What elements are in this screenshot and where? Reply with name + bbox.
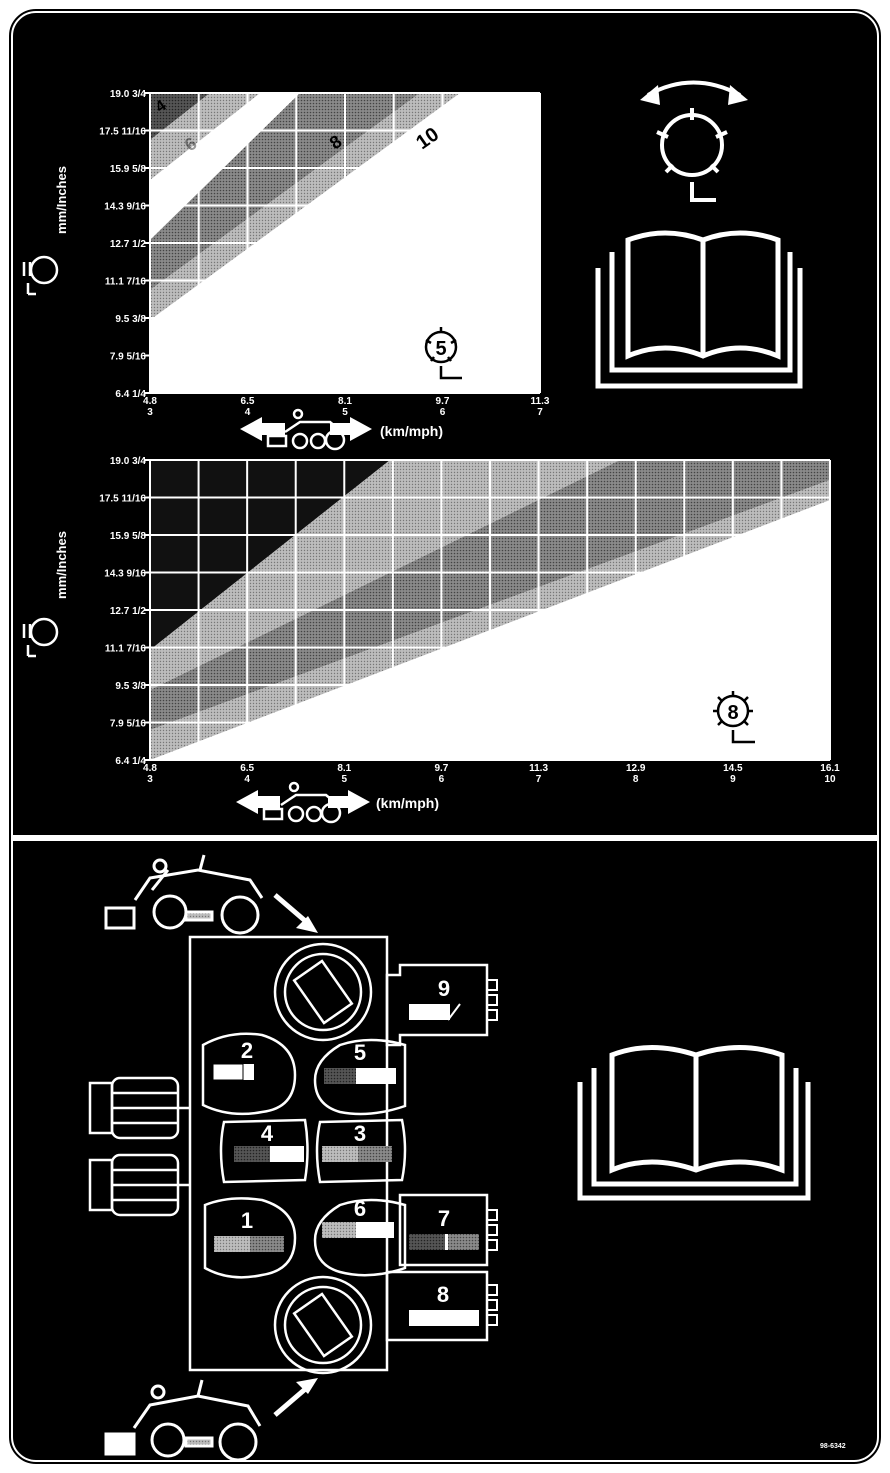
chart-1-x-axis-label: (km/mph) [380, 423, 443, 439]
chart-1-y-ticks: 19.0 3/4 17.5 11/16 15.9 5/8 14.3 9/16 12.7 … [99, 89, 150, 400]
y-tick-label: 11.1 7/16 [105, 644, 147, 655]
knob-4: 4 [219, 1118, 309, 1184]
clip-height-icon [22, 617, 59, 658]
chart-1-grid [149, 92, 541, 394]
left-connector-top [88, 1076, 190, 1140]
valve-diagram: 9 2 5 4 3 1 [88, 854, 498, 1462]
knob-3: 3 [315, 1118, 407, 1184]
x-tick-label-mph: 4 [245, 407, 251, 418]
knob-number: 7 [438, 1206, 450, 1231]
chart-2-grid [149, 459, 831, 761]
y-tick-label: 12.7 1/2 [110, 606, 147, 617]
x-tick-label-mph: 6 [439, 774, 445, 785]
rotor-bottom [273, 1275, 373, 1375]
y-tick-label: 17.5 11/16 [99, 127, 146, 138]
knob-number: 6 [354, 1196, 366, 1221]
x-tick-label-mph: 4 [244, 774, 250, 785]
tractor-icon-bottom [104, 1379, 262, 1462]
x-tick-label-kmh: 6.5 [240, 763, 254, 774]
x-tick-label-mph: 9 [730, 774, 736, 785]
y-tick-label: 17.5 11/16 [99, 494, 146, 505]
x-tick-label-mph: 10 [824, 774, 836, 785]
x-tick-label-kmh: 6.5 [241, 396, 255, 407]
badge-number: 5 [435, 338, 446, 360]
chart-1-zone-5 [150, 93, 260, 180]
knob-8: 8 [385, 1270, 498, 1342]
x-tick-label-kmh: 8.1 [338, 396, 352, 407]
y-tick-label: 11.1 7/16 [105, 277, 147, 288]
knob-1: 1 [203, 1197, 297, 1279]
clip-height-icon [22, 255, 59, 296]
x-tick-label-mph: 5 [342, 407, 348, 418]
knob-2: 2 [201, 1032, 297, 1116]
y-tick-label: 14.3 9/16 [104, 202, 146, 213]
chart-1-y-axis-label: mm/Inches [54, 166, 69, 234]
knob-6: 6 [313, 1196, 407, 1277]
x-tick-label-kmh: 4.8 [143, 396, 157, 407]
y-tick-label: 19.0 3/4 [110, 456, 147, 467]
y-tick-label: 15.9 5/8 [110, 164, 147, 175]
speed-arrows-icon [240, 408, 372, 451]
x-tick-label-kmh: 14.5 [723, 763, 743, 774]
knob-number: 5 [354, 1040, 366, 1065]
knob-7: 7 [398, 1193, 498, 1267]
knob-number: 9 [438, 976, 450, 1001]
rotor-top [273, 942, 373, 1042]
x-tick-label-kmh: 4.8 [143, 763, 157, 774]
y-tick-label: 6.4 1/4 [115, 389, 146, 400]
manual-book-icon-top [595, 230, 803, 389]
y-tick-label: 9.5 3/8 [115, 314, 146, 325]
knob-number: 1 [241, 1208, 253, 1233]
knob-9: 9 [385, 963, 498, 1047]
chart-2: 8 19.0 3/4 17.5 11/16 15.9 5/8 14.3 9/16 12.… [22, 456, 840, 824]
tractor-icon [262, 781, 342, 824]
y-tick-label: 15.9 5/8 [110, 531, 147, 542]
y-tick-label: 19.0 3/4 [110, 89, 147, 100]
x-tick-label-mph: 3 [147, 407, 153, 418]
part-number: 98-6342 [820, 1443, 846, 1450]
x-tick-label-kmh: 11.3 [531, 396, 550, 407]
y-tick-label: 14.3 9/16 [104, 569, 146, 580]
x-tick-label-mph: 6 [440, 407, 446, 418]
x-tick-label-mph: 7 [536, 774, 542, 785]
blade-count-badge-5: 5 [424, 327, 462, 380]
chart-1-x-ticks: 4.83 6.54 8.15 9.76 11.37 [143, 396, 550, 418]
y-tick-label: 6.4 1/4 [115, 756, 146, 767]
tractor-icon-top [104, 854, 264, 935]
x-tick-label-kmh: 12.9 [626, 763, 646, 774]
rotate-reel-icon [640, 80, 748, 202]
x-tick-label-kmh: 16.1 [820, 763, 840, 774]
chart-2-y-axis-label: mm/Inches [54, 531, 69, 599]
knob-5: 5 [313, 1038, 407, 1116]
x-tick-label-mph: 7 [537, 407, 543, 418]
decal-border [11, 11, 879, 1462]
y-tick-label: 12.7 1/2 [110, 239, 147, 250]
manual-book-icon-bottom [577, 1045, 811, 1201]
blade-count-badge-8: 8 [713, 691, 755, 744]
knob-number: 4 [261, 1121, 274, 1146]
x-tick-label-kmh: 8.1 [337, 763, 351, 774]
tractor-icon [266, 408, 346, 451]
y-tick-label: 7.9 5/16 [110, 352, 147, 363]
x-tick-label-kmh: 11.3 [529, 763, 548, 774]
y-tick-label: 7.9 5/16 [110, 719, 147, 730]
chart-2-x-axis-label: (km/mph) [376, 795, 439, 811]
speed-arrows-icon [236, 781, 370, 824]
knob-number: 2 [241, 1038, 253, 1063]
x-tick-label-mph: 8 [633, 774, 639, 785]
left-connector-bottom [88, 1153, 190, 1217]
y-tick-label: 9.5 3/8 [115, 681, 146, 692]
x-tick-label-mph: 5 [342, 774, 348, 785]
chart-2-y-ticks: 19.0 3/4 17.5 11/16 15.9 5/8 14.3 9/16 12.7 … [99, 456, 150, 767]
knob-number: 8 [437, 1282, 449, 1307]
x-tick-label-kmh: 9.7 [434, 763, 448, 774]
knob-number: 3 [354, 1121, 366, 1146]
badge-number: 8 [727, 702, 738, 724]
x-tick-label-kmh: 9.7 [436, 396, 450, 407]
chart-2-x-ticks: 4.83 6.54 8.15 9.76 11.37 12.98 14.59 16.110 [143, 763, 840, 785]
x-tick-label-mph: 3 [147, 774, 153, 785]
